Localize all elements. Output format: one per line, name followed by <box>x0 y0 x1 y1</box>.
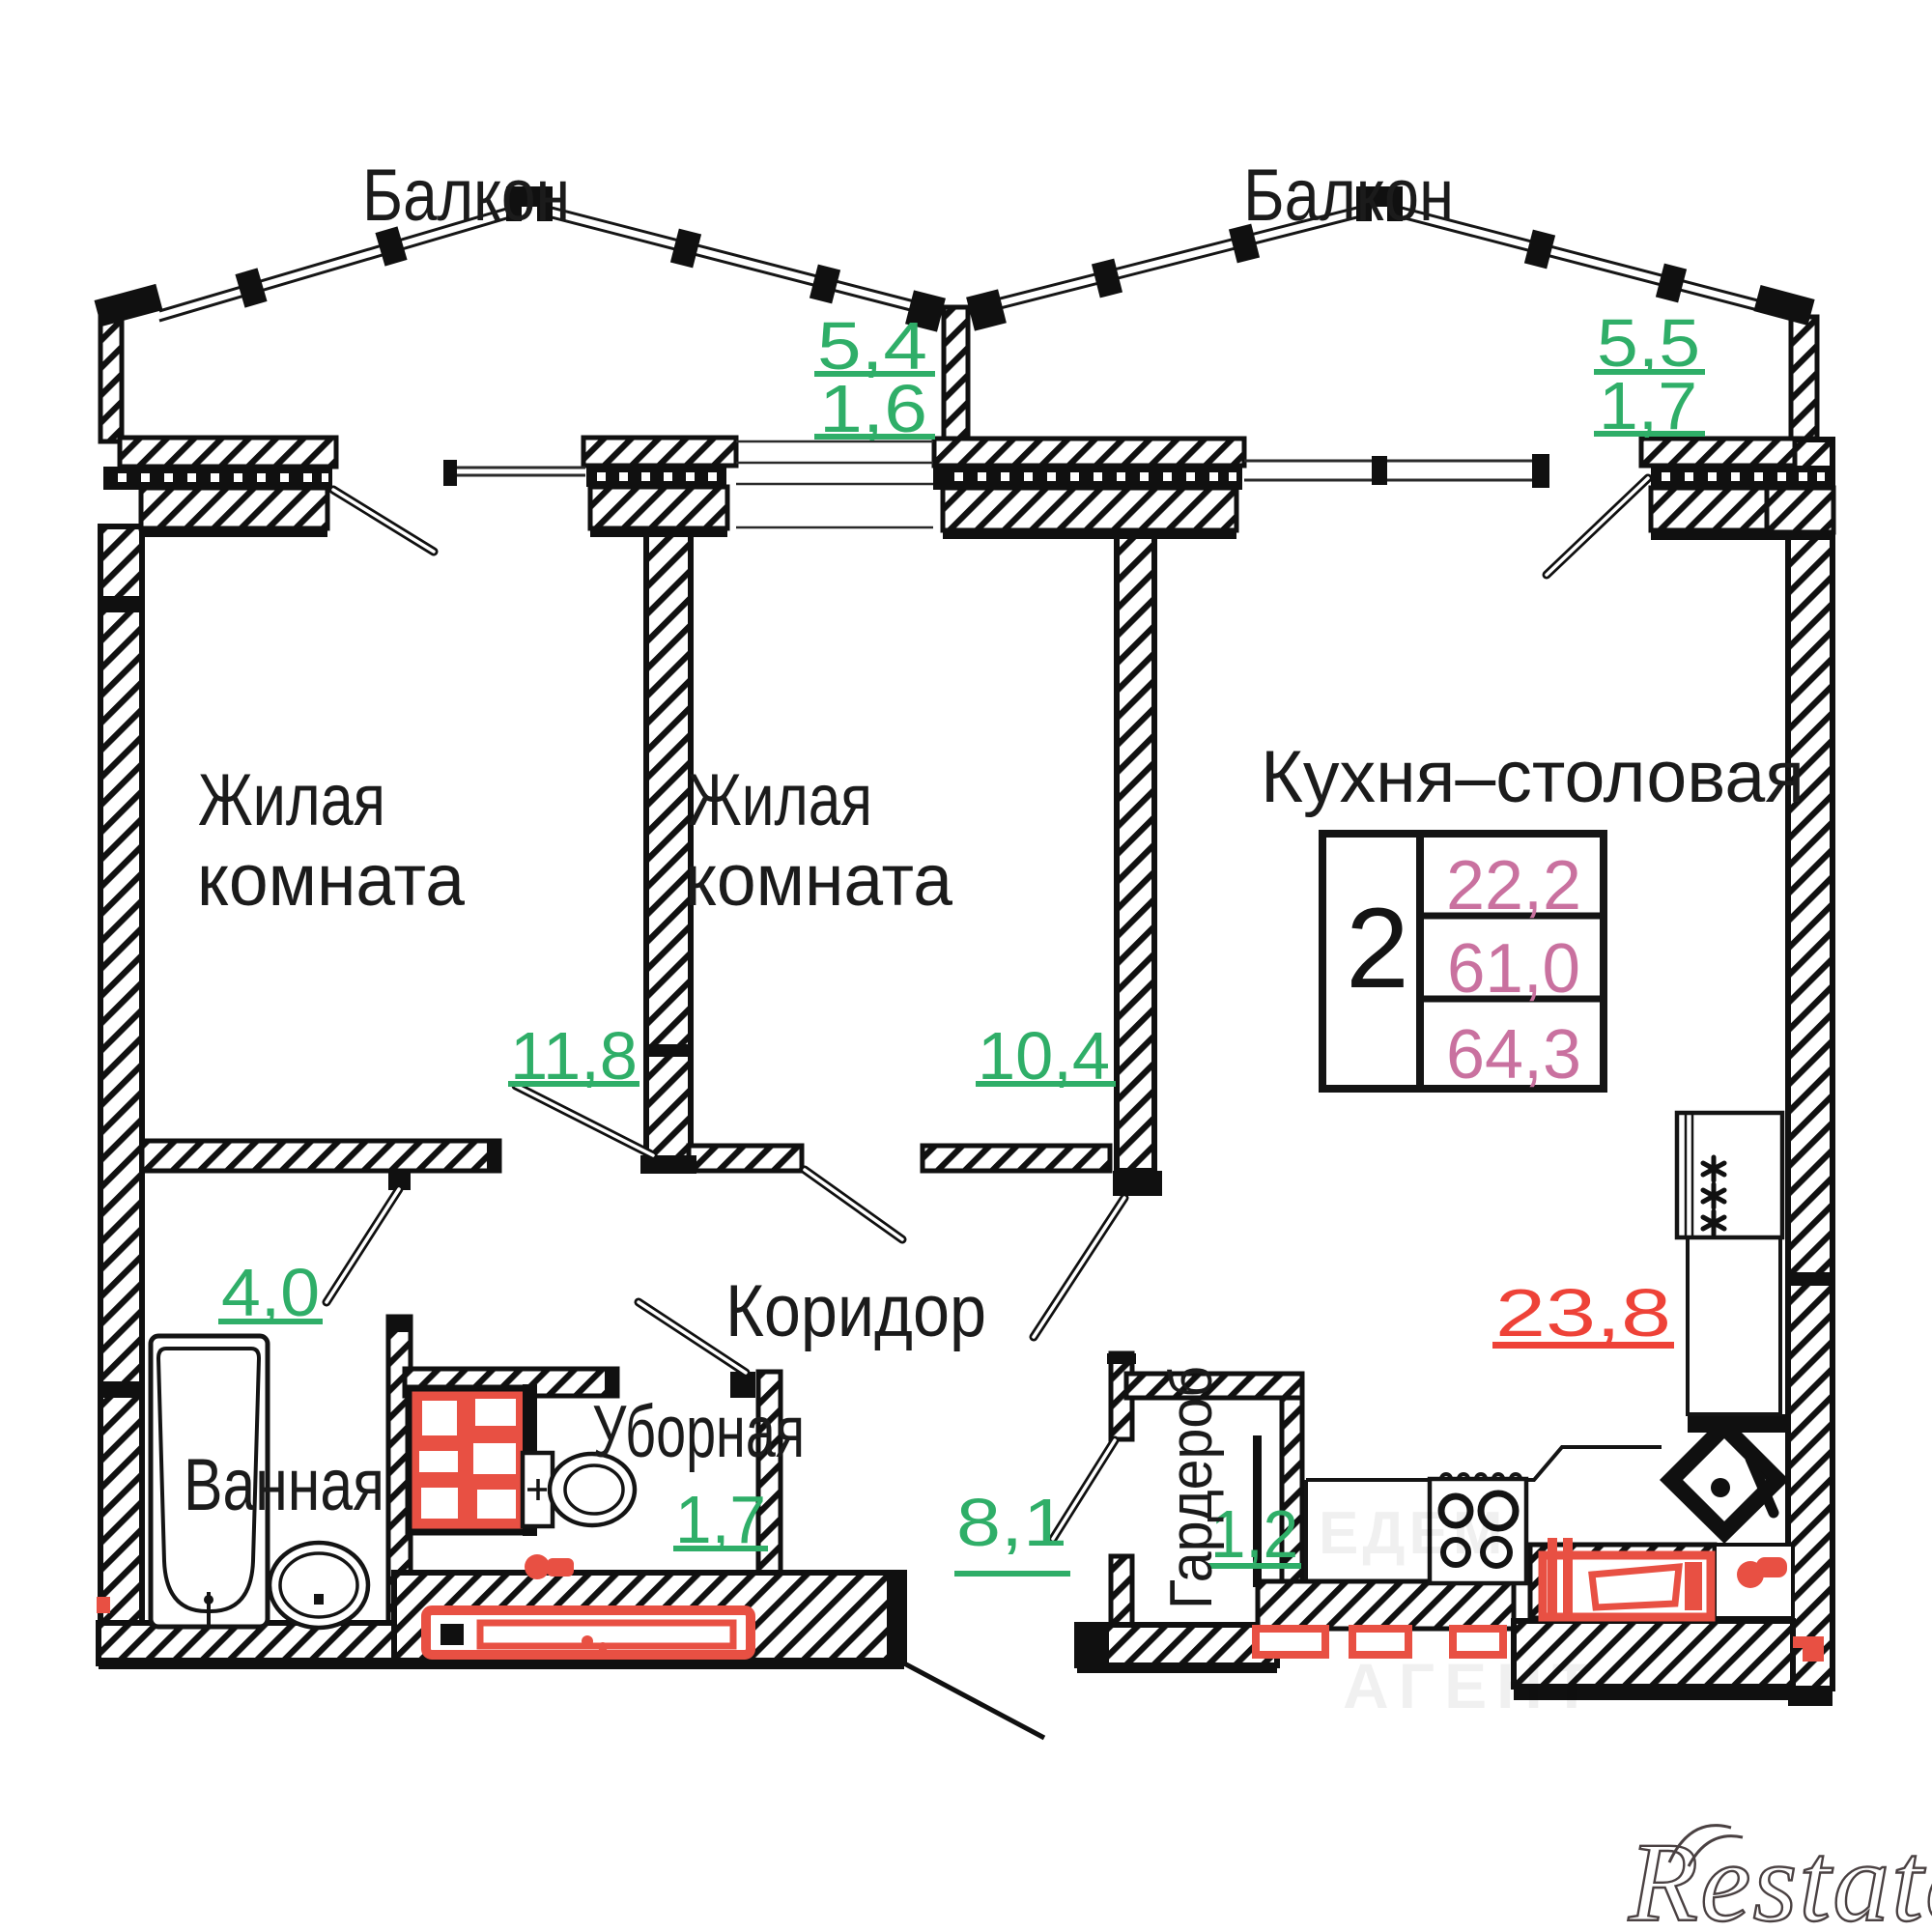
svg-text:Жилая: Жилая <box>688 759 872 841</box>
svg-text:комната: комната <box>197 839 466 922</box>
svg-text:23,8: 23,8 <box>1495 1275 1671 1350</box>
svg-text:8,1: 8,1 <box>956 1485 1067 1560</box>
svg-text:2: 2 <box>1346 885 1409 1012</box>
svg-text:Гардероб: Гардероб <box>1158 1366 1225 1609</box>
svg-text:АГЕНТ: АГЕНТ <box>1343 1650 1601 1721</box>
svg-text:Уборная: Уборная <box>592 1391 805 1473</box>
svg-text:Балкон: Балкон <box>362 155 570 237</box>
svg-text:64,3: 64,3 <box>1446 1016 1581 1094</box>
svg-text:1,2: 1,2 <box>1210 1496 1298 1572</box>
svg-text:61,0: 61,0 <box>1447 930 1580 1008</box>
svg-text:ЕДЕМ: ЕДЕМ <box>1319 1500 1507 1567</box>
svg-text:Restate: Restate <box>1628 1819 1932 1932</box>
svg-text:Жилая: Жилая <box>198 759 385 841</box>
svg-text:5,5: 5,5 <box>1597 305 1700 381</box>
svg-text:Коридор: Коридор <box>725 1270 986 1352</box>
svg-text:комната: комната <box>685 839 953 922</box>
svg-text:1,7: 1,7 <box>675 1482 766 1557</box>
svg-text:4,0: 4,0 <box>221 1255 320 1330</box>
svg-text:22,2: 22,2 <box>1446 847 1581 924</box>
svg-text:Ванная: Ванная <box>184 1444 384 1526</box>
svg-text:Балкон: Балкон <box>1243 155 1454 237</box>
svg-text:Кухня–столовая: Кухня–столовая <box>1261 736 1804 818</box>
